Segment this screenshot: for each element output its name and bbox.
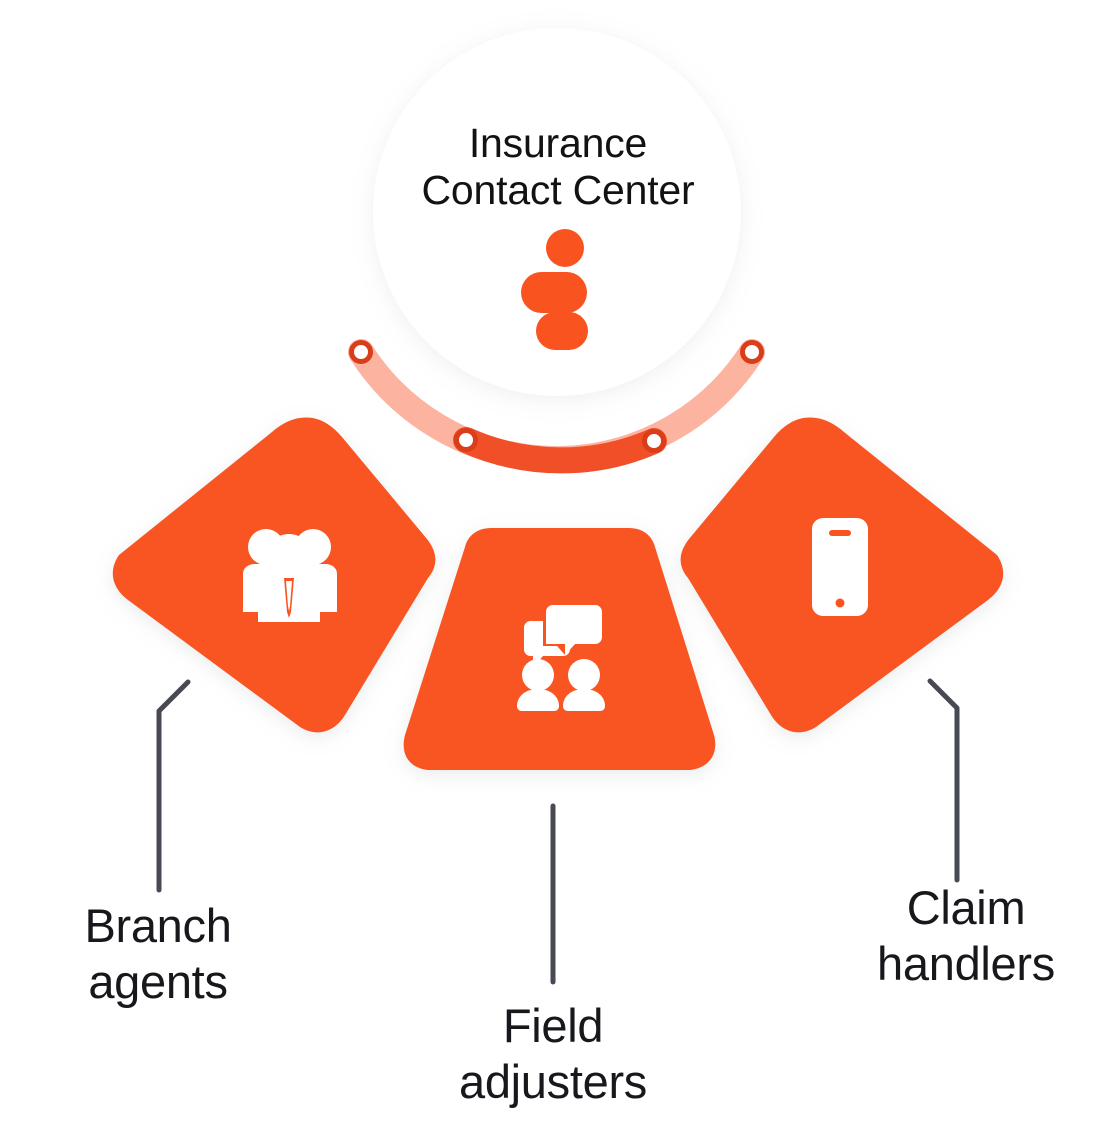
group-of-people-icon [243,529,337,622]
arc-node-2[interactable] [454,428,478,452]
channel-label-field-adjusters: Field adjusters [458,999,647,1108]
chat-conversation-icon [517,605,605,711]
channel-label-branch-agents: Branch agents [84,899,232,1008]
arc-node-4[interactable] [740,340,764,364]
leader-line-claim-handlers [927,678,960,883]
hub-circle[interactable] [373,28,741,396]
leader-lines [156,678,960,985]
hub-circle-shape [373,28,741,396]
brand-logo-icon [521,229,588,350]
arc-segment-dark [453,427,667,474]
arc-node-1[interactable] [349,340,373,364]
channel-label-claim-handlers: Claim handlers [877,881,1055,990]
arc-node-3[interactable] [642,429,666,453]
smartphone-icon [812,518,868,616]
connector-arc-group [348,339,765,474]
hub-title: Insurance Contact Center [421,120,695,213]
leader-line-branch-agents [156,679,191,893]
